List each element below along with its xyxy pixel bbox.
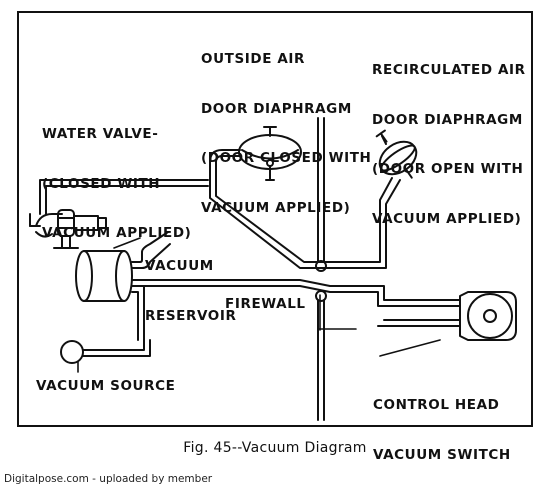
outside-air-label-line-2: DOOR DIAPHRAGM <box>201 100 352 117</box>
recirculated-air-hose <box>329 177 401 269</box>
outside-air-hose <box>209 149 331 269</box>
water-valve-label-line-1: WATER VALVE- <box>42 126 159 142</box>
control-head-label: CONTROL HEAD VACUUM SWITCH <box>373 364 511 480</box>
figure-caption: Fig. 45--Vacuum Diagram <box>183 440 367 456</box>
control-head-label-line-1: CONTROL HEAD <box>373 397 500 413</box>
recirculated-air-label-line-2: DOOR DIAPHRAGM <box>372 111 523 128</box>
firewall-label: FIREWALL <box>225 296 306 312</box>
water-valve-label-line-3: VACUUM APPLIED) <box>42 225 192 241</box>
vacuum-source <box>60 339 151 364</box>
vacuum-reservoir <box>75 231 171 341</box>
control-head-switch <box>459 291 517 341</box>
recirculated-air-label-line-3: (DOOR OPEN WITH <box>372 161 524 177</box>
water-valve-label-line-2: (CLOSED WITH <box>42 175 161 192</box>
outside-air-label-line-1: OUTSIDE AIR <box>201 51 305 67</box>
outside-air-diaphragm <box>238 126 302 181</box>
recirculated-air-diaphragm <box>375 129 418 179</box>
main-vacuum-hose <box>131 279 461 327</box>
vacuum-source-label: VACUUM SOURCE <box>36 378 176 394</box>
recirculated-air-label-line-1: RECIRCULATED AIR <box>372 62 526 78</box>
credit-line: Digitalpose.com - uploaded by member <box>4 473 213 485</box>
vacuum-reservoir-label-line-1: VACUUM <box>145 258 214 274</box>
recirculated-air-diaphragm-label: RECIRCULATED AIR DOOR DIAPHRAGM (DOOR OP… <box>372 29 526 244</box>
outside-air-label-line-4: VACUUM APPLIED) <box>201 199 351 216</box>
callout-leaders <box>77 237 441 373</box>
diagram-border <box>17 11 533 427</box>
vacuum-reservoir-label: VACUUM RESERVOIR <box>145 225 236 341</box>
water-valve-label: WATER VALVE- (CLOSED WITH VACUUM APPLIED… <box>42 93 191 258</box>
control-head-label-line-2: VACUUM SWITCH <box>373 446 511 463</box>
water-valve <box>29 179 209 249</box>
recirculated-air-label-line-4: VACUUM APPLIED) <box>372 210 522 227</box>
vacuum-reservoir-label-line-2: RESERVOIR <box>145 307 237 324</box>
outside-air-diaphragm-label: OUTSIDE AIR DOOR DIAPHRAGM (DOOR CLOSED … <box>201 18 371 233</box>
outside-air-label-line-3: (DOOR CLOSED WITH <box>201 150 372 166</box>
firewall-line <box>315 117 327 421</box>
